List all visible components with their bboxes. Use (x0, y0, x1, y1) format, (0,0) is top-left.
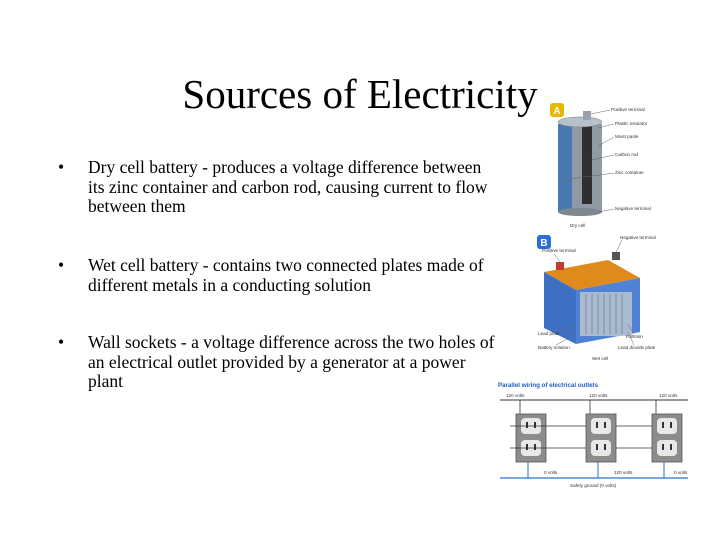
label-lead-dioxide-plate: Lead dioxide plate (618, 345, 656, 350)
bullet-dry-cell: • Dry cell battery - produces a voltage … (58, 157, 498, 217)
wet-cell-side (544, 272, 576, 344)
dry-cell-zinc-container (558, 124, 572, 212)
label-positive-terminal: Positive terminal (611, 107, 645, 112)
figure-a-badge-letter: A (553, 106, 560, 117)
wet-cell-negative-post (612, 252, 620, 260)
label-battery-solution: Battery solution (538, 345, 570, 350)
outlet-2 (585, 400, 617, 478)
bullet-text: Dry cell battery - produces a voltage di… (88, 157, 488, 216)
label-moist-paste: Moist paste (615, 134, 639, 139)
label-lead-plate: Lead plate (538, 331, 560, 336)
label-plastic-insulator: Plastic insulator (615, 121, 648, 126)
wet-cell-plates (580, 292, 632, 336)
label-wet-cell-caption: Wet cell (592, 356, 608, 361)
bullet-text: Wall sockets - a voltage difference acro… (88, 332, 495, 391)
outlet-3 (651, 400, 683, 478)
label-positive-terminal: Positive terminal (542, 248, 576, 253)
figure-b-badge (537, 235, 551, 249)
bullet-wet-cell: • Wet cell battery - contains two connec… (58, 255, 498, 295)
dry-cell-terminal (583, 111, 591, 120)
dry-cell-figure: A Positive terminal Plastic insulator Mo… (550, 103, 651, 228)
outlet-1 (515, 400, 547, 478)
top-volts-1: 120 volts (506, 393, 525, 398)
wet-cell-positive-post (556, 262, 564, 270)
label-partition: Partition (626, 334, 643, 339)
bullet-marker: • (58, 332, 65, 352)
bullet-marker: • (58, 157, 65, 177)
bottom-volts-2: 120 volts (614, 470, 633, 475)
figure-b-badge-letter: B (540, 238, 547, 249)
bullet-wall-sockets: • Wall sockets - a voltage difference ac… (58, 332, 498, 392)
label-negative-terminal: Negative terminal (620, 235, 656, 240)
bullet-marker: • (58, 255, 65, 275)
label-dry-cell-caption: Dry cell (570, 223, 585, 228)
bottom-volts-1: 0 volts (544, 470, 558, 475)
label-negative-terminal: Negative terminal (615, 206, 651, 211)
parallel-wiring-figure: Parallel wiring of electrical outlets 12… (498, 382, 688, 488)
ground-label: Safety ground (0 volts) (570, 483, 617, 488)
slide-title: Sources of Electricity (182, 71, 538, 117)
wet-cell-figure: B Negative terminal Positive terminal Le… (537, 235, 656, 361)
label-zinc-container: Zinc container (615, 170, 644, 175)
label-carbon-rod: Carbon rod (615, 152, 638, 157)
top-volts-3: 120 volts (659, 393, 678, 398)
bullet-text: Wet cell battery - contains two connecte… (88, 255, 484, 295)
figure-a-badge (550, 103, 564, 117)
dry-cell-carbon-rod (582, 120, 592, 204)
bottom-volts-3: 0 volts (674, 470, 688, 475)
wiring-title: Parallel wiring of electrical outlets (498, 382, 599, 389)
top-volts-2: 120 volts (589, 393, 608, 398)
